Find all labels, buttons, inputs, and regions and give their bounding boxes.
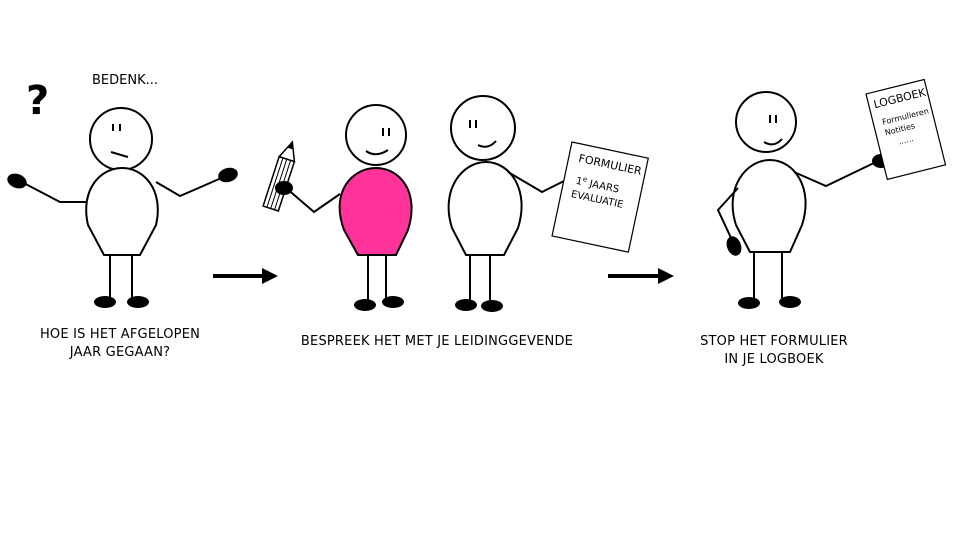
person-with-logbook bbox=[716, 91, 890, 309]
step-1-caption-line-1: HOE IS HET AFGELOPEN bbox=[39, 327, 201, 342]
arrow-step-1-to-2 bbox=[213, 268, 278, 284]
body bbox=[447, 160, 523, 256]
head bbox=[450, 95, 516, 161]
mouth-smile bbox=[477, 140, 497, 148]
logbook-sheet: LOGBOEK Formulieren Notities ...... bbox=[865, 78, 947, 181]
step-3-caption-line-1: STOP HET FORMULIER bbox=[700, 334, 848, 349]
right-foot bbox=[779, 296, 801, 308]
mouth-smile bbox=[763, 138, 783, 146]
right-hand bbox=[218, 167, 238, 183]
head bbox=[89, 107, 153, 171]
person-with-pencil bbox=[262, 104, 413, 311]
mouth-flat bbox=[110, 151, 129, 158]
question-mark: ? bbox=[26, 78, 49, 124]
logbook-sheet-line3: ...... bbox=[898, 134, 915, 146]
form-sheet: FORMULIER 1e JAARS EVALUATIE bbox=[551, 141, 650, 253]
step-3-caption-line-2: IN JE LOGBOEK bbox=[724, 352, 824, 367]
right-arm bbox=[793, 161, 877, 188]
mouth-smile bbox=[365, 149, 389, 156]
head bbox=[735, 91, 797, 153]
arm bbox=[285, 187, 341, 214]
right-foot bbox=[382, 296, 404, 308]
body bbox=[85, 166, 159, 256]
arrow-step-2-to-3 bbox=[608, 268, 674, 284]
person-thinking: ? BEDENK... bbox=[7, 73, 238, 308]
left-foot bbox=[738, 297, 760, 309]
left-foot bbox=[354, 299, 376, 311]
right-foot bbox=[127, 296, 149, 308]
left-foot bbox=[94, 296, 116, 308]
body bbox=[731, 158, 807, 253]
hand bbox=[275, 181, 293, 195]
left-arm bbox=[17, 179, 88, 203]
head bbox=[345, 104, 407, 166]
left-hand bbox=[7, 173, 27, 189]
step-1-caption: HOE IS HET AFGELOPEN JAAR GEGAAN? bbox=[22, 326, 218, 362]
left-hand bbox=[726, 236, 742, 256]
step-1-caption-line-2: JAAR GEGAAN? bbox=[69, 345, 171, 360]
left-arm bbox=[716, 187, 739, 241]
right-arm bbox=[155, 175, 227, 198]
step-2-caption: BESPREEK HET MET JE LEIDINGGEVENDE bbox=[282, 333, 592, 351]
left-foot bbox=[455, 299, 477, 311]
right-foot bbox=[481, 300, 503, 312]
pencil-icon bbox=[262, 140, 296, 212]
step-3-caption: STOP HET FORMULIER IN JE LOGBOEK bbox=[676, 333, 872, 369]
step-2-caption-line-1: BESPREEK HET MET JE LEIDINGGEVENDE bbox=[300, 334, 574, 349]
body-highlighted bbox=[338, 166, 413, 256]
thought-label: BEDENK... bbox=[92, 73, 158, 88]
